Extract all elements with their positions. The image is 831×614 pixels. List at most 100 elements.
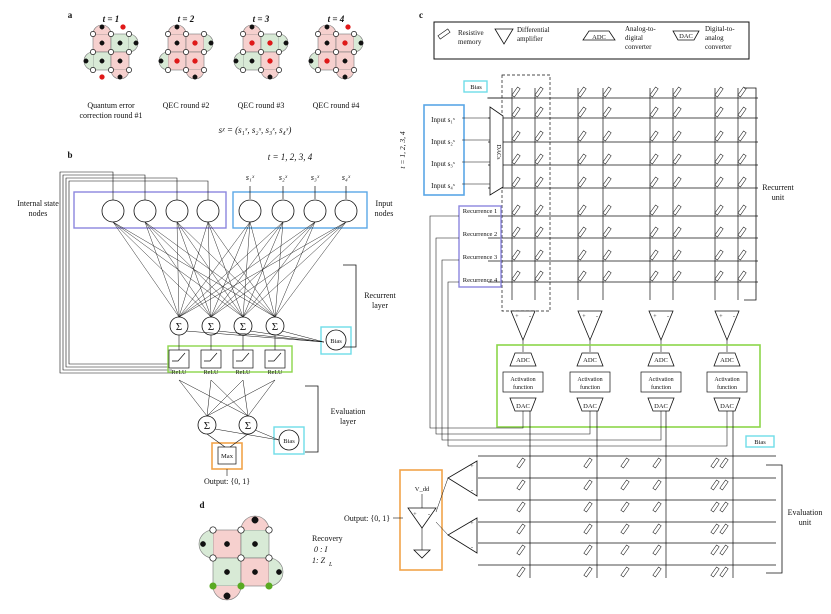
qec-round-data-qubit [126, 67, 132, 73]
recurrent-bracket [343, 264, 357, 348]
evaluation-weight [206, 379, 212, 417]
bias-highlight [463, 80, 488, 93]
amp-minus: - [733, 314, 735, 320]
memristor [714, 249, 724, 261]
qec-round-syndrome-dot [99, 24, 105, 30]
memristor-symbol [710, 479, 720, 491]
recurrent-weight [176, 221, 244, 318]
recurrent-weight [144, 221, 180, 318]
memristor [534, 106, 544, 118]
recurrence-label: Recurrence 3 [463, 254, 497, 261]
memristor [649, 226, 659, 238]
evaluation-amplifier [447, 517, 478, 554]
qec-round-syndrome-dot [117, 58, 123, 64]
qec-round-data-qubit [258, 49, 264, 55]
qec-round-error-dot [345, 24, 351, 30]
memristor-symbol [672, 204, 682, 216]
memristor-symbol [620, 479, 630, 491]
memristor-symbol [534, 86, 544, 98]
memristor [672, 270, 682, 282]
memristor-symbol [649, 249, 659, 261]
activation-label: function [717, 384, 737, 391]
recurrent-weight [242, 221, 347, 318]
qec-round-data-qubit [201, 49, 207, 55]
qec-round-data-qubit [351, 49, 357, 55]
memristor [719, 479, 729, 491]
memristor [577, 130, 587, 142]
memristor-symbol [737, 86, 747, 98]
qec-round-data-qubit [258, 31, 264, 37]
round-caption: QEC round #2 [163, 101, 210, 110]
activation-label: function [513, 384, 533, 391]
memristor [511, 270, 521, 282]
dac-label: DAC [654, 403, 668, 410]
input-label: Input s₃ˣ [431, 160, 456, 168]
adc-label: ADC [583, 357, 597, 364]
sum-symbol: Σ [240, 321, 246, 333]
internal-state-node [101, 199, 125, 223]
qec-round-error-dot [267, 40, 273, 46]
activation-block [569, 371, 611, 393]
bias-connection [249, 330, 325, 343]
amp-plus: + [515, 314, 519, 320]
memristor-symbol [577, 106, 587, 118]
memristor-symbol [649, 106, 659, 118]
qec-round-data-qubit [126, 31, 132, 37]
memristor-symbol [583, 566, 593, 578]
memristor-symbol [534, 176, 544, 188]
recovery-data-qubit [237, 526, 245, 534]
qec-round-syndrome-dot [249, 24, 255, 30]
memristor-symbol [672, 226, 682, 238]
memristor [719, 566, 729, 578]
dac-block [576, 397, 604, 412]
memristor [534, 86, 544, 98]
input-nodes-label: nodes [375, 209, 394, 218]
recurrent-weight [207, 221, 212, 318]
recovery-data-qubit [209, 582, 217, 590]
memristor [737, 130, 747, 142]
evaluation-layer-label: layer [340, 417, 356, 426]
memristor-symbol [714, 86, 724, 98]
memristor-symbol [652, 544, 662, 556]
memristor-symbol [714, 270, 724, 282]
memristor-symbol [737, 249, 747, 261]
qec-round-data-qubit [183, 31, 189, 37]
qec-round-data-qubit [90, 67, 96, 73]
input-symbol: s₃ˣ [311, 173, 320, 182]
memristor-symbol [620, 566, 630, 578]
memristor-symbol [602, 153, 612, 165]
relu-box [200, 349, 222, 369]
memristor [577, 153, 587, 165]
internal-state-node [133, 199, 157, 223]
qec-round-syndrome-dot [342, 58, 348, 64]
qec-round-syndrome-dot [324, 24, 330, 30]
memristor-symbol [737, 226, 747, 238]
memristor [714, 270, 724, 282]
memristor [534, 226, 544, 238]
memristor [714, 153, 724, 165]
memristor-symbol [714, 130, 724, 142]
memristor [602, 153, 612, 165]
memristor [737, 153, 747, 165]
amp-plus: + [719, 314, 723, 320]
differential-amplifier [714, 310, 740, 342]
memristor-symbol [719, 457, 729, 469]
memristor [652, 479, 662, 491]
amp-plus: + [582, 314, 586, 320]
qec-round-data-qubit [315, 49, 321, 55]
vdd-label: V_dd [415, 486, 430, 493]
qec-round-data-qubit [201, 31, 207, 37]
memristor [583, 566, 593, 578]
amp-minus: - [428, 512, 430, 518]
activation-label: Activation [510, 377, 535, 383]
feedback-line [68, 180, 209, 365]
memristor-symbol [649, 204, 659, 216]
qec-round-data-qubit [183, 67, 189, 73]
relu-box [168, 349, 190, 369]
memristor [534, 249, 544, 261]
max-label: Max [221, 453, 234, 460]
evaluation-weight [206, 379, 276, 417]
comparator-input [435, 477, 449, 513]
qec-round-data-qubit [240, 67, 246, 73]
internal-state-label: nodes [29, 209, 48, 218]
